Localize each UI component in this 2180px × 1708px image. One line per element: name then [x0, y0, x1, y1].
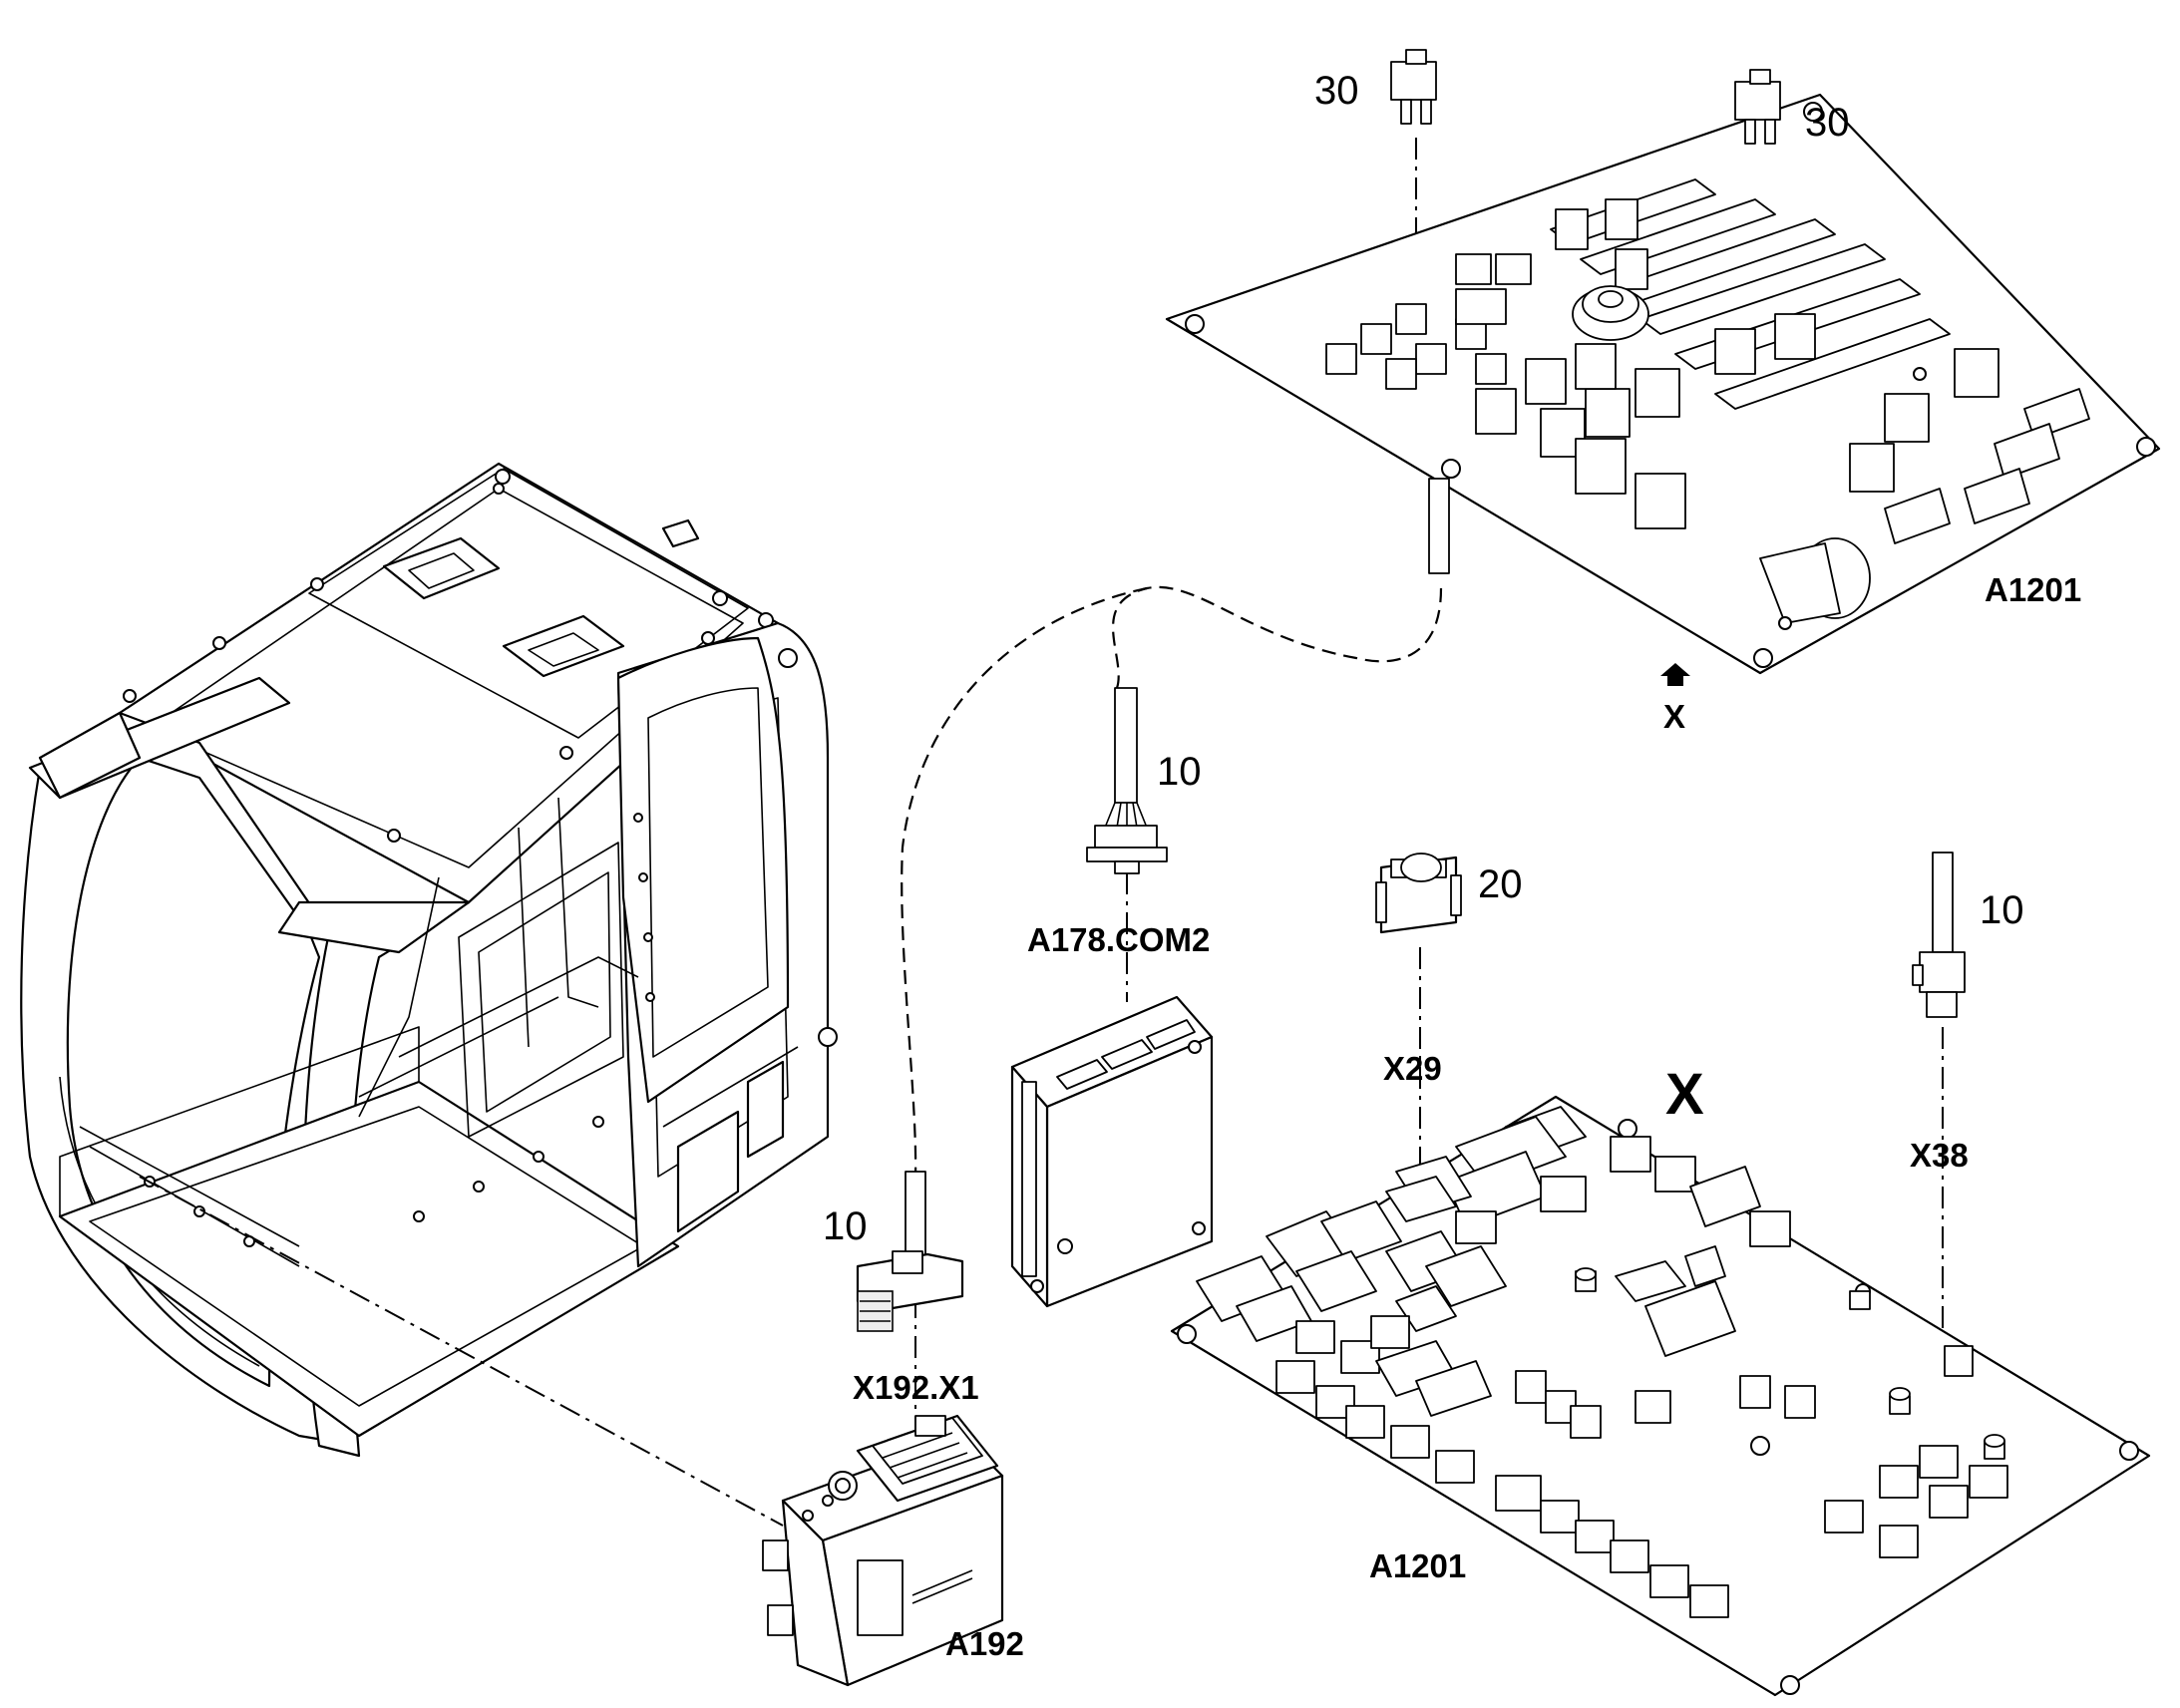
top-board-components: [1325, 178, 2090, 630]
fuse-top-left-label: 30: [1314, 69, 1359, 113]
module-a192-label: A192: [945, 1625, 1024, 1662]
cable-left-label: 10: [823, 1204, 868, 1248]
center-cable-icon: [1086, 687, 1168, 874]
connector-x29-label: X29: [1383, 1050, 1442, 1087]
relay-connector-label: 20: [1478, 862, 1523, 906]
board-top-label: A1201: [1985, 571, 2081, 608]
relay-connector-icon: [1375, 853, 1462, 934]
fuse-right-icon: [1734, 69, 1781, 145]
cable-center-label: 10: [1157, 750, 1202, 794]
connector-center-label: A178.COM2: [1027, 921, 1210, 958]
cab-frame-icon: [20, 462, 838, 1458]
fuse-top-right-label: 30: [1805, 101, 1850, 145]
control-module-icon: [762, 1414, 1004, 1687]
bottom-board-components: [1196, 1106, 2008, 1618]
top-board-icon: [1165, 93, 2161, 675]
connector-x38-label: X38: [1910, 1137, 1969, 1174]
connector-x192-label: X192.X1: [853, 1369, 979, 1406]
controller-unit-icon: [1010, 995, 1214, 1308]
cable-right-label: 10: [1980, 888, 2024, 932]
board-bottom-label: A1201: [1369, 1547, 1466, 1584]
left-cable-icon: [856, 1171, 964, 1332]
view-direction-arrow-icon: [1660, 663, 1690, 686]
bottom-board-icon: [1170, 1095, 2151, 1697]
fuse-left-icon: [1390, 49, 1437, 125]
right-cable-icon: [1912, 852, 1966, 1018]
view-x-label: X: [1665, 1062, 1704, 1127]
view-arrow-label: X: [1663, 698, 1685, 735]
